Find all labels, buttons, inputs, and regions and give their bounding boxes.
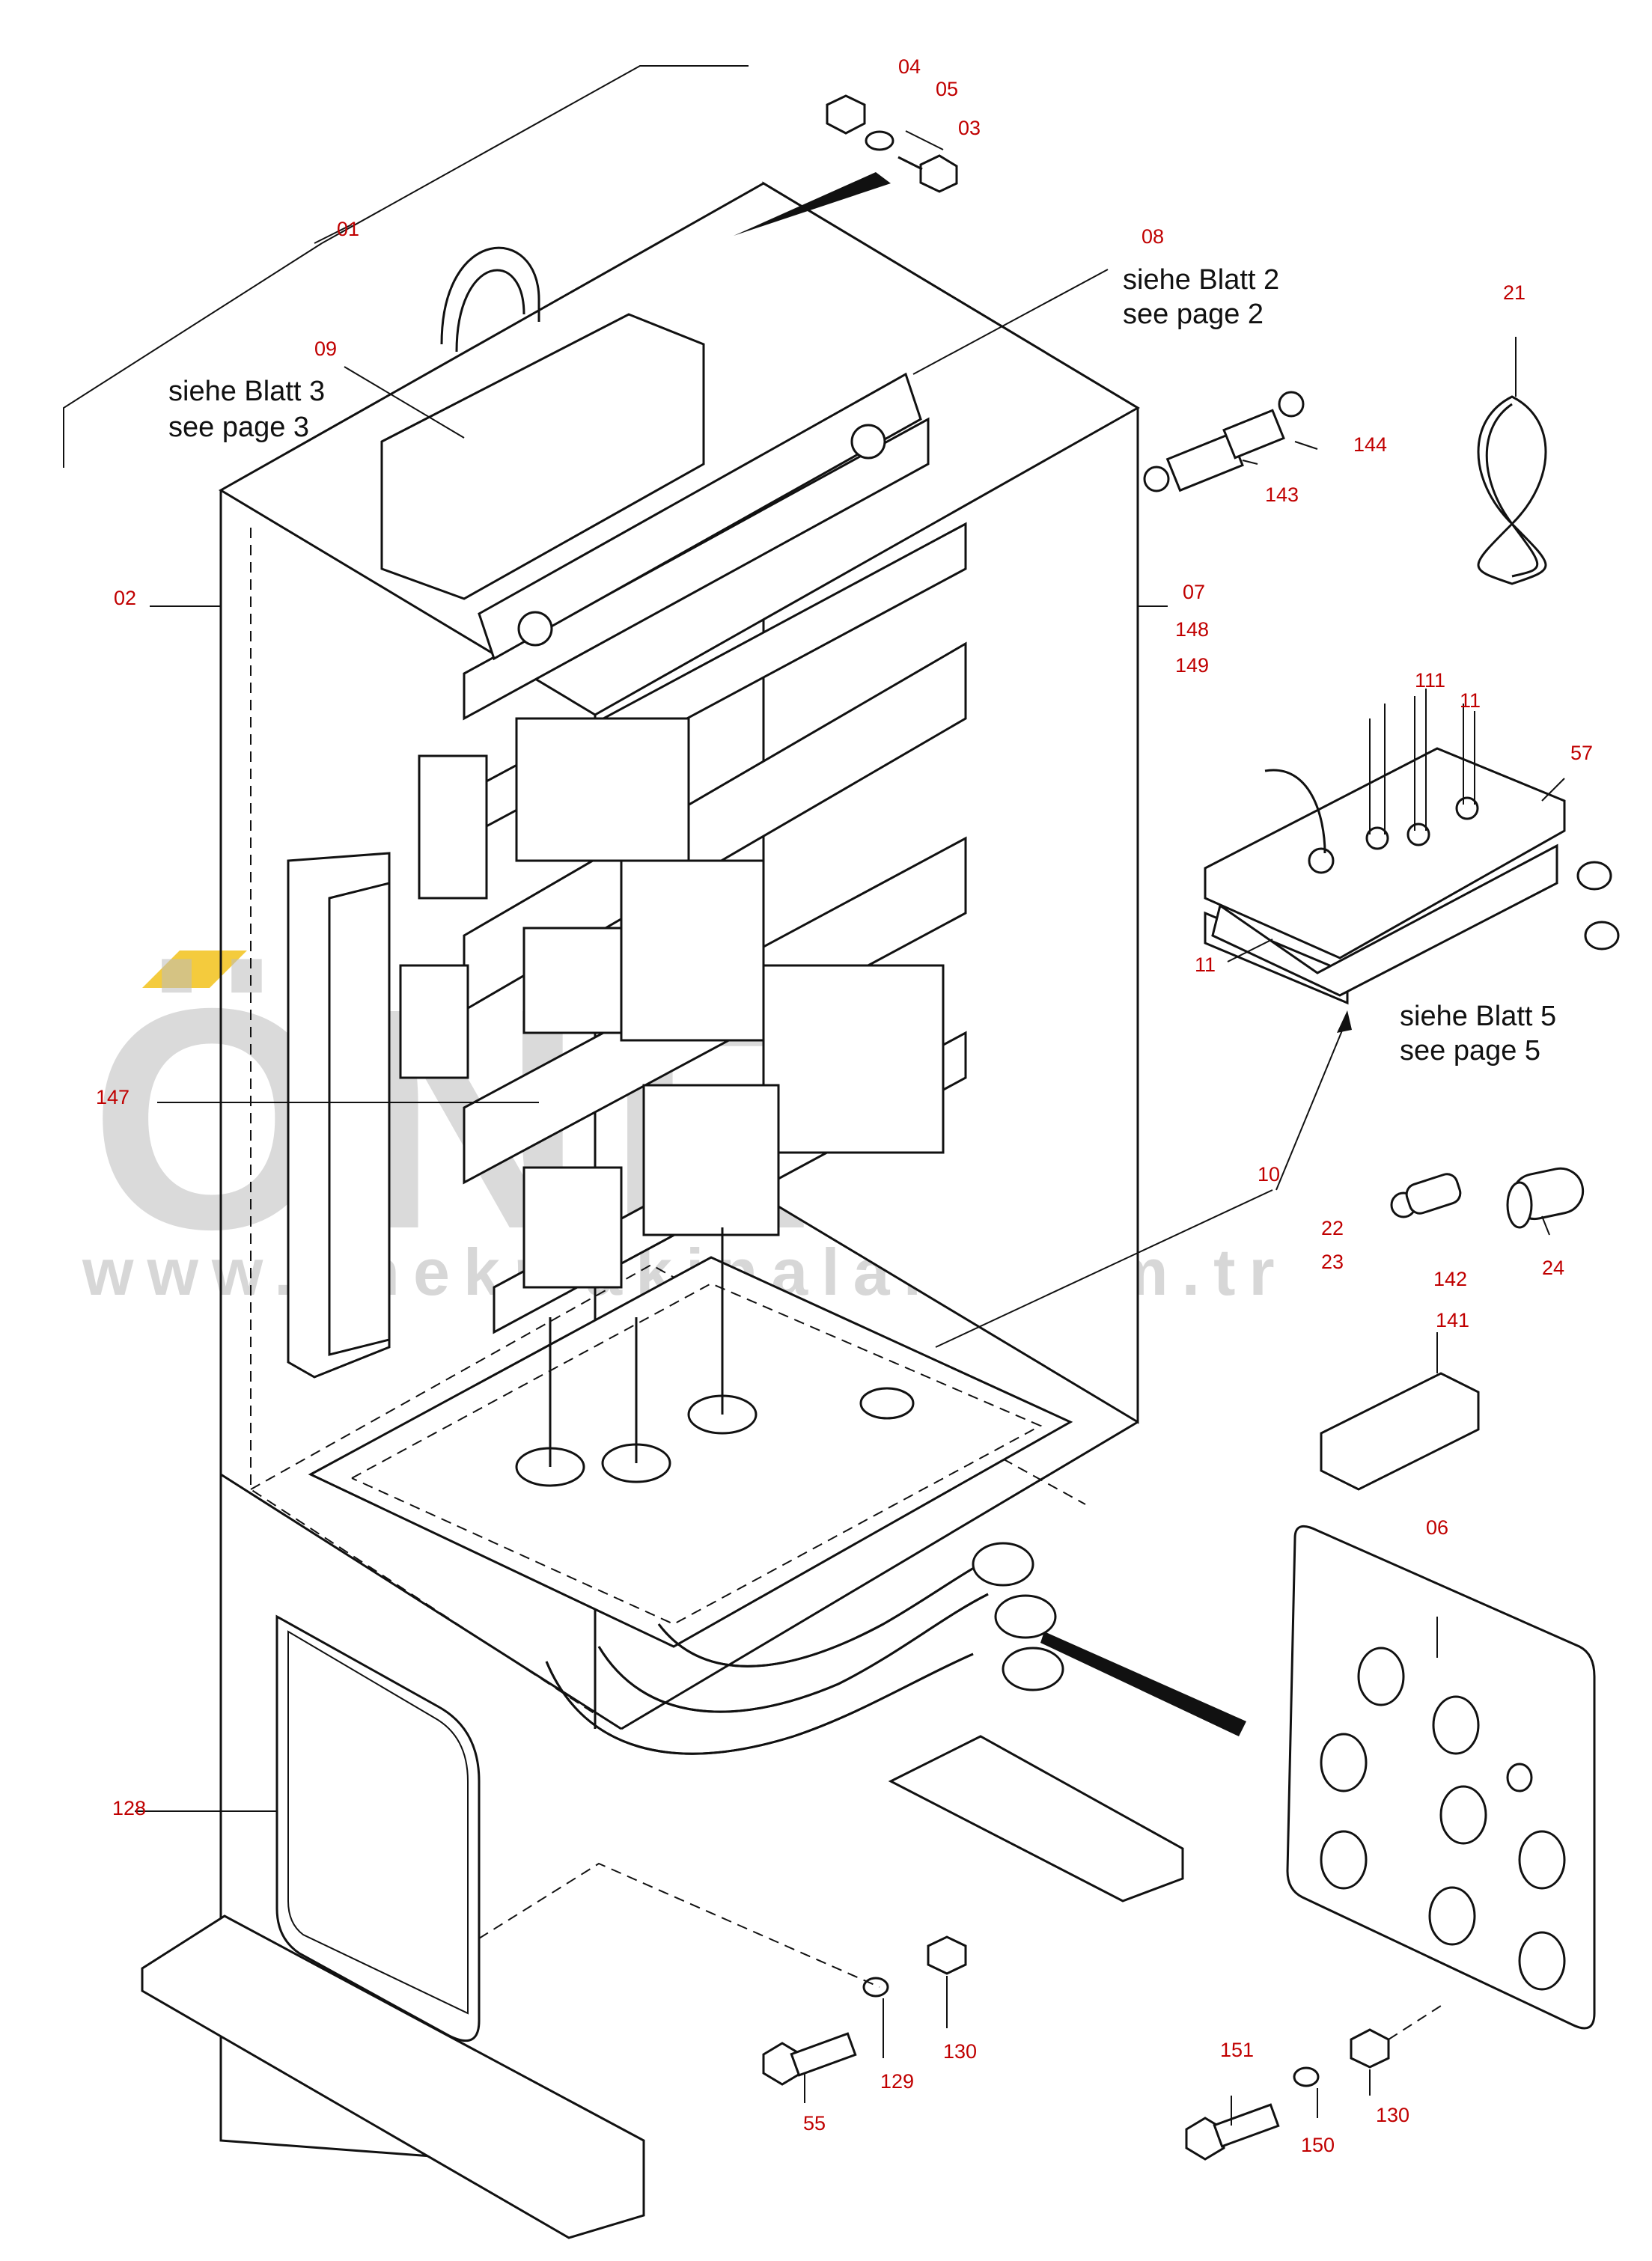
sleeve xyxy=(1506,1167,1585,1229)
label-04: 04 xyxy=(898,55,921,78)
leader-lines xyxy=(63,65,1565,2126)
label-130b: 130 xyxy=(1376,2104,1409,2126)
note-page3-de: siehe Blatt 3 xyxy=(168,376,325,407)
spring-parts xyxy=(1143,391,1305,492)
label-02: 02 xyxy=(114,587,136,609)
cabinet xyxy=(141,181,1184,2239)
label-147: 147 xyxy=(96,1086,129,1108)
flex-conduits xyxy=(545,1542,1064,1755)
cable-lug xyxy=(1390,1173,1462,1218)
notes: siehe Blatt 3 see page 3 siehe Blatt 2 s… xyxy=(168,264,1556,1067)
label-55: 55 xyxy=(803,2112,826,2135)
label-11b: 11 xyxy=(1460,689,1481,712)
part-labels: 01 02 03 04 05 06 07 08 09 10 11 21 22 2… xyxy=(96,55,1593,2156)
label-143: 143 xyxy=(1265,483,1299,506)
label-09: 09 xyxy=(314,338,337,360)
note-page5-de: siehe Blatt 5 xyxy=(1400,1001,1556,1032)
label-05: 05 xyxy=(936,78,958,100)
gland-plate xyxy=(1040,1525,1596,2030)
note-page3-en: see page 3 xyxy=(168,412,309,443)
top-hardware xyxy=(734,94,958,236)
junction-plates xyxy=(1204,689,1620,1005)
label-07: 07 xyxy=(1183,581,1205,603)
label-129: 129 xyxy=(880,2070,914,2093)
cable-loop xyxy=(1477,395,1547,585)
label-01: 01 xyxy=(337,218,359,240)
label-22: 22 xyxy=(1321,1217,1344,1239)
label-150: 150 xyxy=(1301,2134,1335,2156)
note-page5-en: see page 5 xyxy=(1400,1035,1540,1067)
label-149: 149 xyxy=(1175,654,1209,677)
label-24: 24 xyxy=(1542,1257,1564,1279)
label-148: 148 xyxy=(1175,618,1209,641)
label-142: 142 xyxy=(1433,1268,1467,1290)
bottom-hardware xyxy=(478,1862,1442,2161)
label-141: 141 xyxy=(1436,1309,1469,1331)
label-144: 144 xyxy=(1353,433,1387,456)
cable-glands xyxy=(515,1227,915,1487)
label-06: 06 xyxy=(1426,1516,1448,1539)
label-130a: 130 xyxy=(943,2040,977,2063)
label-111: 111 xyxy=(1415,669,1445,692)
terminal-blocks xyxy=(399,717,945,1289)
label-23: 23 xyxy=(1321,1251,1344,1273)
edge-strip xyxy=(1320,1372,1480,1491)
label-08: 08 xyxy=(1142,225,1164,248)
note-page2-de: siehe Blatt 2 xyxy=(1123,264,1279,296)
label-03: 03 xyxy=(958,117,981,139)
label-21: 21 xyxy=(1503,281,1525,304)
label-57: 57 xyxy=(1570,742,1593,764)
note-page2-en: see page 2 xyxy=(1123,299,1264,330)
label-151: 151 xyxy=(1220,2039,1254,2061)
label-11: 11 xyxy=(1195,953,1216,976)
label-10: 10 xyxy=(1258,1163,1280,1186)
label-128: 128 xyxy=(112,1797,146,1819)
